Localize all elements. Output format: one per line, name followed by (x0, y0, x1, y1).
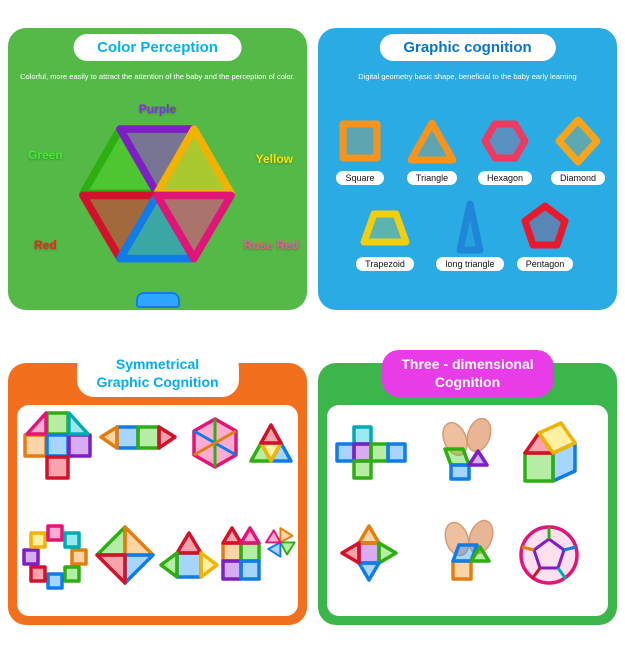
three-dimensional-image (335, 417, 579, 585)
symmetrical-title-line1: Symmetrical (115, 356, 200, 372)
shape-item-triangle: Triangle (398, 114, 466, 186)
blue-tile-bottom (135, 292, 180, 308)
color-perception-subtitle: Colorful, more easily to attract the att… (20, 72, 295, 81)
hexagon-shape-icon (481, 120, 529, 162)
pyramid-figure (249, 423, 293, 463)
color-label-yellow: Yellow (255, 152, 293, 166)
symmetrical-title-pill: Symmetrical Graphic Cognition (76, 350, 239, 397)
shape-label-hexagon: Hexagon (477, 171, 533, 185)
square-shape-icon (339, 120, 381, 162)
shape-item-square: Square (326, 114, 394, 186)
hexagon-bar-figure (99, 425, 177, 450)
triangle-tiles-image (79, 125, 235, 263)
ball-model-figure (519, 525, 579, 585)
shape-item-trapezoid: Trapezoid (351, 200, 419, 272)
shape-label-square: Square (336, 171, 384, 185)
three-dimensional-title-line2: Cognition (434, 374, 501, 391)
shape-item-pentagon: Pentagon (511, 200, 579, 272)
shape-item-long-triangle: long triangle (436, 200, 504, 272)
long-triangle-shape-icon (456, 200, 484, 254)
graphic-cognition-subtitle: Digital geometry basic shape, beneficial… (358, 72, 577, 81)
flower-wheel-figure (192, 417, 238, 469)
shape-label-diamond: Diamond (550, 171, 606, 185)
symmetrical-figures-image (22, 411, 296, 590)
shape-label-triangle: Triangle (406, 171, 458, 185)
diamond-shape-icon (555, 116, 601, 166)
symmetrical-title-line2: Graphic Cognition (96, 374, 219, 391)
diamond-star-figure (95, 525, 155, 585)
shape-label-trapezoid: Trapezoid (356, 257, 414, 271)
color-label-rose-red: Rose Red (243, 238, 299, 252)
color-perception-title: Color Perception (97, 39, 218, 56)
triangle-shape-icon (407, 119, 457, 164)
pentagon-shape-icon (521, 202, 569, 249)
shape-item-hexagon: Hexagon (471, 114, 539, 186)
symmetrical-figures-board (17, 405, 298, 616)
cube-net-figure (335, 425, 407, 480)
ring-figure (22, 524, 88, 590)
panel-graphic-cognition: Graphic cognition Digital geometry basic… (318, 28, 617, 310)
panel-symmetrical-cognition: Symmetrical Graphic Cognition (8, 350, 307, 625)
star-net-figure (340, 524, 398, 582)
rose-triangle-tile (153, 191, 235, 263)
color-label-purple: Purple (138, 102, 177, 116)
panel-three-dimensional-cognition: Three - dimensional Cognition (318, 350, 617, 625)
hands-folding-figure (442, 417, 492, 481)
color-label-green: Green (28, 148, 63, 162)
square-grid-figure (221, 526, 261, 581)
three-dimensional-board (327, 405, 608, 616)
tower-figure (159, 531, 219, 579)
shape-label-long-triangle: long triangle (436, 257, 504, 271)
graphic-cognition-title: Graphic cognition (403, 39, 532, 56)
graphic-cognition-title-pill: Graphic cognition (379, 34, 556, 61)
color-perception-title-pill: Color Perception (73, 34, 242, 61)
windmill-figure (265, 527, 296, 558)
three-dimensional-title-line1: Three - dimensional (401, 356, 534, 372)
cross-figure (23, 411, 92, 480)
panel-color-perception: Color Perception Colorful, more easily t… (8, 28, 307, 310)
shape-item-diamond: Diamond (544, 114, 612, 186)
hands-folding-figure-2 (444, 519, 494, 581)
shape-label-pentagon: Pentagon (516, 257, 574, 271)
color-label-red: Red (34, 238, 57, 252)
house-model-figure (523, 421, 577, 483)
three-dimensional-title-pill: Three - dimensional Cognition (381, 350, 554, 397)
trapezoid-shape-icon (360, 210, 410, 246)
